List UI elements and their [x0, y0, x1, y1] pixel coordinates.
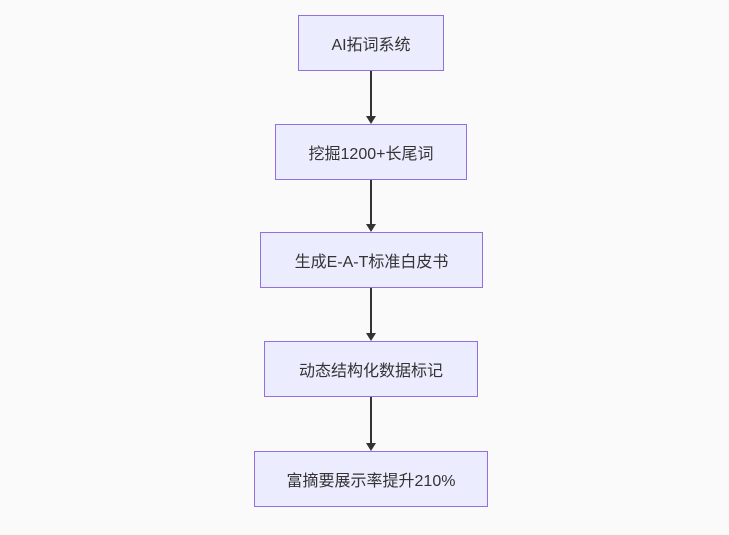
node-label: 富摘要展示率提升210% [286, 473, 456, 490]
arrowhead-down-icon [366, 443, 376, 451]
edge-connector-2 [366, 180, 376, 232]
flowchart-node-eat-whitepaper: 生成E-A-T标准白皮书 [260, 232, 483, 288]
node-label: AI拓词系统 [331, 37, 411, 54]
arrowhead-down-icon [366, 333, 376, 341]
edge-line [370, 288, 372, 334]
flowchart-node-rich-snippet-result: 富摘要展示率提升210% [254, 451, 488, 507]
edge-connector-1 [366, 71, 376, 124]
arrowhead-down-icon [366, 224, 376, 232]
node-label: 生成E-A-T标准白皮书 [294, 254, 449, 271]
edge-connector-4 [366, 397, 376, 451]
flowchart-node-longtail-mining: 挖掘1200+长尾词 [275, 124, 467, 180]
arrowhead-down-icon [366, 116, 376, 124]
node-label: 动态结构化数据标记 [298, 363, 443, 380]
flowchart-node-structured-data: 动态结构化数据标记 [264, 341, 478, 397]
node-label: 挖掘1200+长尾词 [308, 146, 434, 163]
flowchart-node-ai-word-expansion: AI拓词系统 [298, 15, 444, 71]
edge-connector-3 [366, 288, 376, 341]
edge-line [370, 180, 372, 225]
edge-line [370, 397, 372, 444]
edge-line [370, 71, 372, 117]
